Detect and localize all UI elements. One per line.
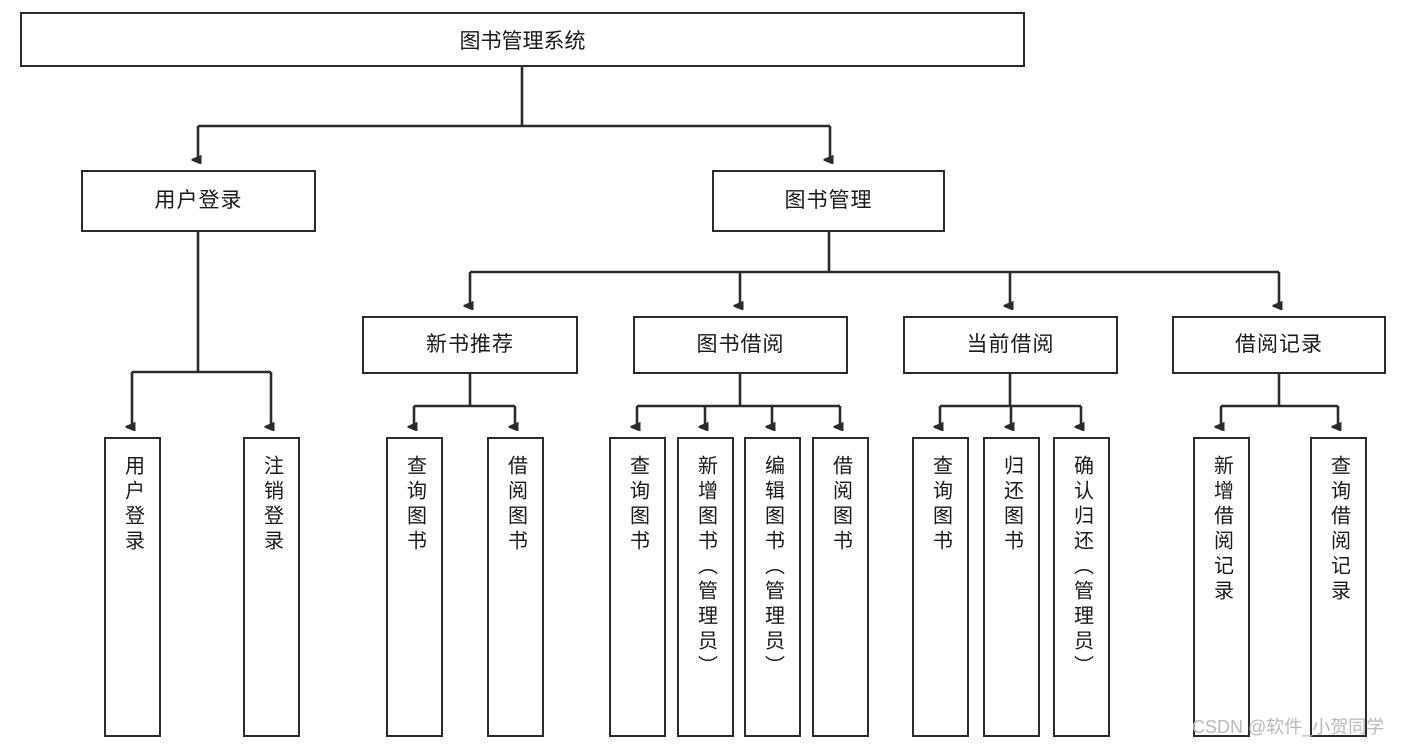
node-current-borrow[interactable]: 当前借阅	[903, 316, 1118, 374]
leaf-label: 借阅图书	[504, 455, 527, 555]
node-leaf-query-book-1[interactable]: 查询图书	[386, 437, 443, 737]
leaf-label: 查询图书	[403, 455, 426, 555]
node-leaf-query-book-2[interactable]: 查询图书	[609, 437, 666, 737]
node-leaf-user-login[interactable]: 用户登录	[104, 437, 161, 737]
leaf-label: 借阅图书	[829, 455, 852, 555]
node-book-manage[interactable]: 图书管理	[712, 170, 945, 232]
node-leaf-edit-book[interactable]: 编辑图书（管理员）	[744, 437, 801, 737]
leaf-label: 用户登录	[121, 455, 144, 555]
leaf-label: 确认归还（管理员）	[1070, 455, 1093, 680]
node-borrow-record[interactable]: 借阅记录	[1172, 316, 1386, 374]
leaf-label: 归还图书	[1000, 455, 1023, 555]
leaf-label: 查询借阅记录	[1327, 455, 1350, 605]
node-leaf-add-book[interactable]: 新增图书（管理员）	[677, 437, 734, 737]
leaf-label: 注销登录	[260, 455, 283, 555]
node-root-system[interactable]: 图书管理系统	[20, 12, 1025, 67]
csdn-watermark: CSDN @软件_小贺同学	[1192, 717, 1385, 737]
node-leaf-borrow-book-2[interactable]: 借阅图书	[812, 437, 869, 737]
node-user-login[interactable]: 用户登录	[81, 170, 316, 232]
node-leaf-logout[interactable]: 注销登录	[243, 437, 300, 737]
leaf-label: 查询图书	[626, 455, 649, 555]
node-leaf-query-record[interactable]: 查询借阅记录	[1310, 437, 1367, 737]
node-leaf-confirm-return[interactable]: 确认归还（管理员）	[1053, 437, 1110, 737]
leaf-label: 编辑图书（管理员）	[761, 455, 784, 680]
node-leaf-borrow-book-1[interactable]: 借阅图书	[487, 437, 544, 737]
node-leaf-add-record[interactable]: 新增借阅记录	[1193, 437, 1250, 737]
leaf-label: 查询图书	[929, 455, 952, 555]
leaf-label: 新增借阅记录	[1210, 455, 1233, 605]
leaf-label: 新增图书（管理员）	[694, 455, 717, 680]
node-book-borrow[interactable]: 图书借阅	[633, 316, 848, 374]
node-leaf-query-book-3[interactable]: 查询图书	[912, 437, 969, 737]
node-leaf-return-book[interactable]: 归还图书	[983, 437, 1040, 737]
node-new-book-recommend[interactable]: 新书推荐	[362, 316, 578, 374]
